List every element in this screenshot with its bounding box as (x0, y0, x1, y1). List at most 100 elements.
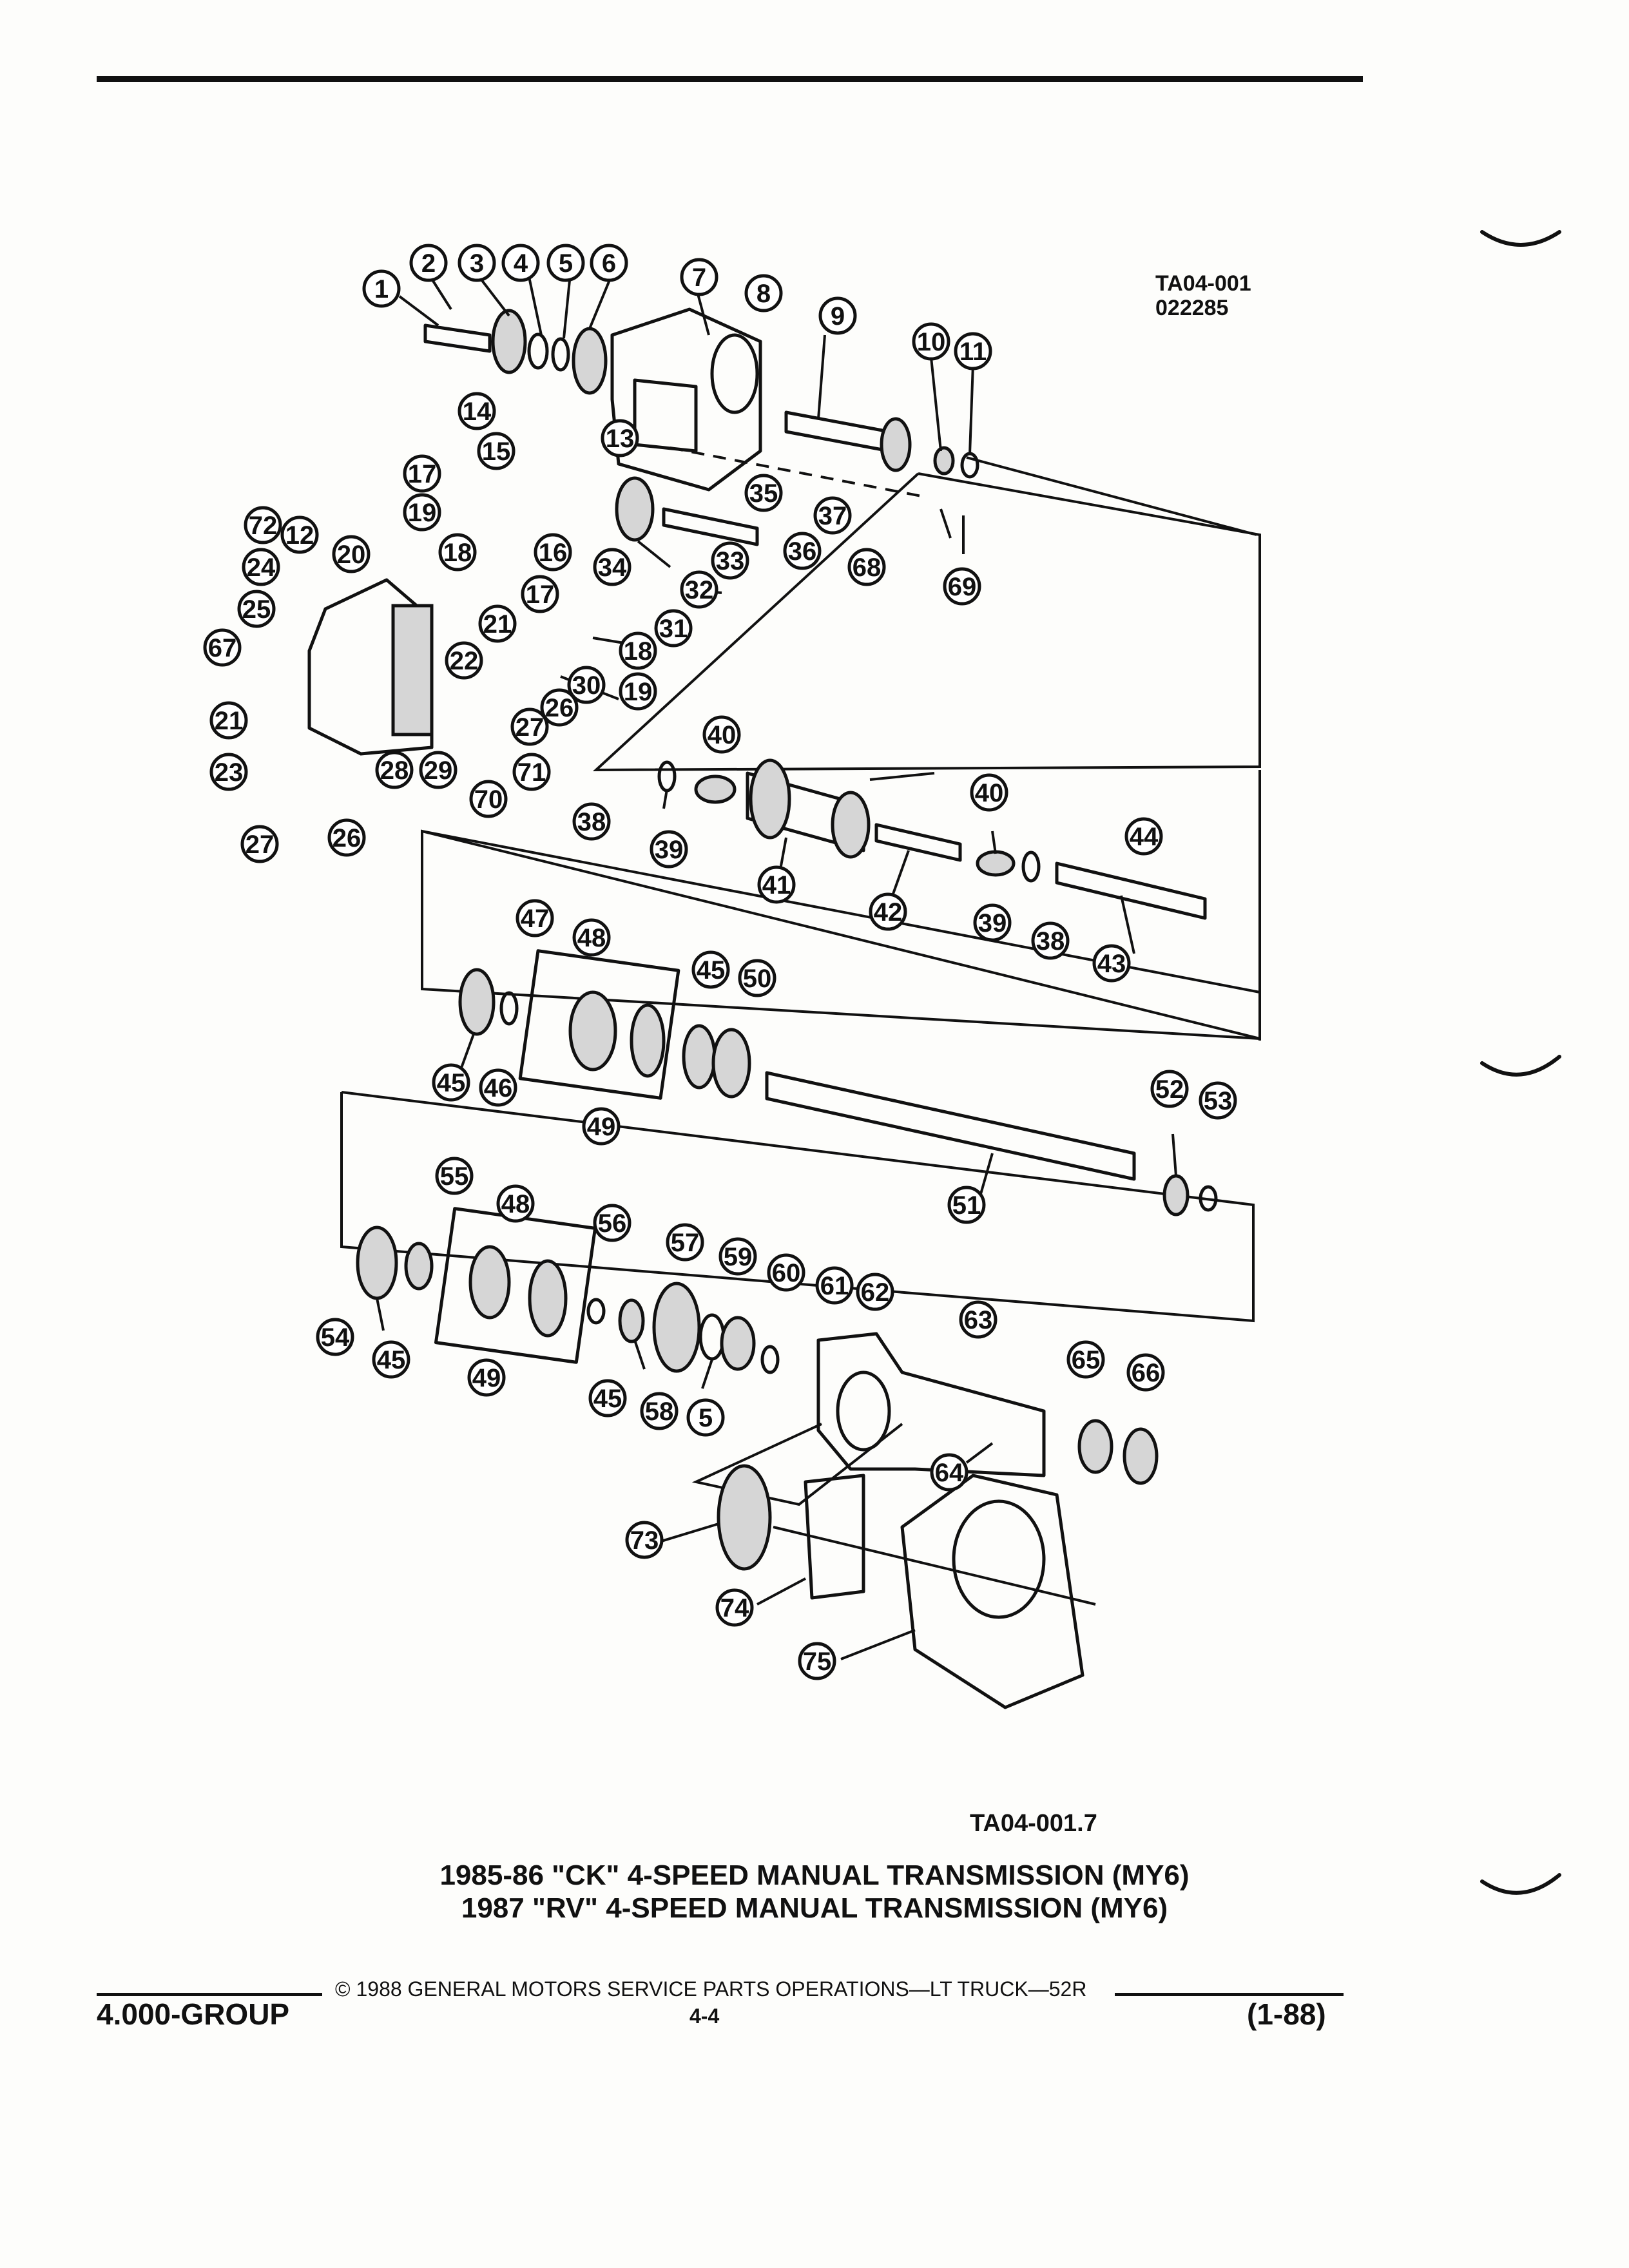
callout-number: 45 (697, 956, 726, 985)
callout-number: 44 (1130, 823, 1159, 851)
synchronizer-box-55 (434, 1207, 597, 1364)
callout-number: 38 (1036, 927, 1065, 956)
callout-number: 45 (437, 1069, 466, 1097)
callout-circle (601, 419, 639, 457)
callout-74: 74 (715, 1588, 754, 1627)
synchronizer-box-47 (518, 949, 680, 1100)
retainer-73 (717, 1464, 772, 1571)
callout-circle (943, 567, 981, 606)
callout-54: 54 (316, 1318, 354, 1356)
callout-circle (403, 493, 441, 532)
callout-number: 51 (952, 1191, 981, 1220)
callout-20: 20 (332, 535, 371, 573)
callout-number: 60 (772, 1259, 801, 1287)
seal-66 (1123, 1427, 1159, 1485)
callout-53: 53 (1199, 1081, 1237, 1120)
callout-circle (691, 950, 730, 989)
callout-number: 55 (440, 1162, 469, 1191)
callout-number: 71 (517, 758, 546, 787)
callout-19: 19 (619, 672, 657, 711)
callout-45: 45 (588, 1379, 627, 1418)
callout-number: 5 (699, 1404, 713, 1432)
callout-19: 19 (403, 493, 441, 532)
callout-circle (244, 506, 282, 544)
callout-12: 12 (280, 515, 319, 554)
callout-circle (372, 1340, 410, 1379)
callout-circle (744, 274, 783, 312)
callout-71: 71 (512, 753, 551, 791)
binding-marks (1480, 230, 1561, 1895)
adapter-bore (952, 1499, 1046, 1619)
callout-circle (496, 1184, 535, 1223)
callout-49: 49 (467, 1358, 506, 1397)
callout-4: 4 (501, 244, 540, 282)
callout-21: 21 (478, 604, 517, 643)
callout-15: 15 (477, 432, 516, 470)
callout-circle (783, 532, 822, 570)
callout-number: 54 (321, 1323, 350, 1352)
callout-number: 41 (762, 871, 791, 899)
callout-circle (680, 258, 718, 296)
callout-number: 4 (514, 249, 528, 278)
callout-6: 6 (590, 244, 628, 282)
callout-circle (534, 533, 572, 572)
callout-number: 67 (208, 634, 237, 662)
callout-16: 16 (534, 533, 572, 572)
callout-number: 40 (975, 779, 1004, 807)
callout-23: 23 (209, 753, 248, 791)
adapter-75 (900, 1474, 1084, 1709)
callout-number: 22 (450, 647, 479, 675)
binding-mark-bottom (1480, 1873, 1561, 1895)
callout-36: 36 (783, 532, 822, 570)
callout-circle (869, 892, 907, 931)
sync-hub-2 (468, 1245, 511, 1320)
callout-circle (815, 1266, 854, 1305)
callout-circle (847, 548, 886, 586)
callout-number: 37 (818, 502, 847, 530)
bearing-52 (1162, 1174, 1190, 1216)
callout-circle (540, 688, 579, 727)
callout-number: 61 (820, 1272, 849, 1300)
callout-circle (521, 575, 559, 613)
callout-number: 21 (215, 707, 244, 735)
callout-number: 39 (655, 836, 684, 864)
callout-circle (242, 548, 280, 586)
top-rule (97, 76, 1363, 82)
callout-number: 34 (598, 553, 627, 582)
output-panel (340, 1091, 1255, 1323)
callout-45: 45 (691, 950, 730, 989)
figure-reference: TA04-001.7 (970, 1810, 1097, 1837)
callout-65: 65 (1066, 1340, 1105, 1379)
part-illustrations (307, 307, 1218, 1709)
callout-39: 39 (650, 830, 688, 869)
callout-circle (680, 570, 718, 609)
callout-52: 52 (1150, 1070, 1189, 1108)
snap-ring-4 (527, 332, 549, 370)
callout-37: 37 (813, 496, 852, 535)
callout-number: 73 (630, 1526, 659, 1555)
callout-circle (798, 1642, 836, 1680)
callout-number: 15 (482, 437, 511, 466)
callout-circle (572, 918, 611, 957)
clip-53 (1199, 1185, 1218, 1212)
callout-circle (512, 753, 551, 791)
callout-number: 17 (526, 581, 555, 609)
roller-bearing-40b (976, 850, 1016, 877)
callout-58: 58 (640, 1392, 679, 1430)
cover-gasket (391, 604, 434, 736)
callout-51: 51 (947, 1186, 986, 1224)
callout-22: 22 (445, 641, 483, 680)
thrust-washer-38b (1021, 850, 1041, 883)
figure-title-line-1: 1985-86 "CK" 4-SPEED MANUAL TRANSMISSION… (439, 1860, 1190, 1891)
callout-number: 66 (1132, 1359, 1161, 1387)
housing-bore (836, 1370, 891, 1452)
callout-circle (954, 332, 992, 370)
group-boundaries (340, 447, 1261, 1606)
callout-circle (458, 392, 496, 430)
callout-circle (469, 780, 508, 818)
input-shaft (423, 323, 492, 353)
callout-number: 8 (757, 280, 771, 308)
callout-number: 35 (749, 479, 778, 508)
callout-17: 17 (403, 454, 441, 493)
